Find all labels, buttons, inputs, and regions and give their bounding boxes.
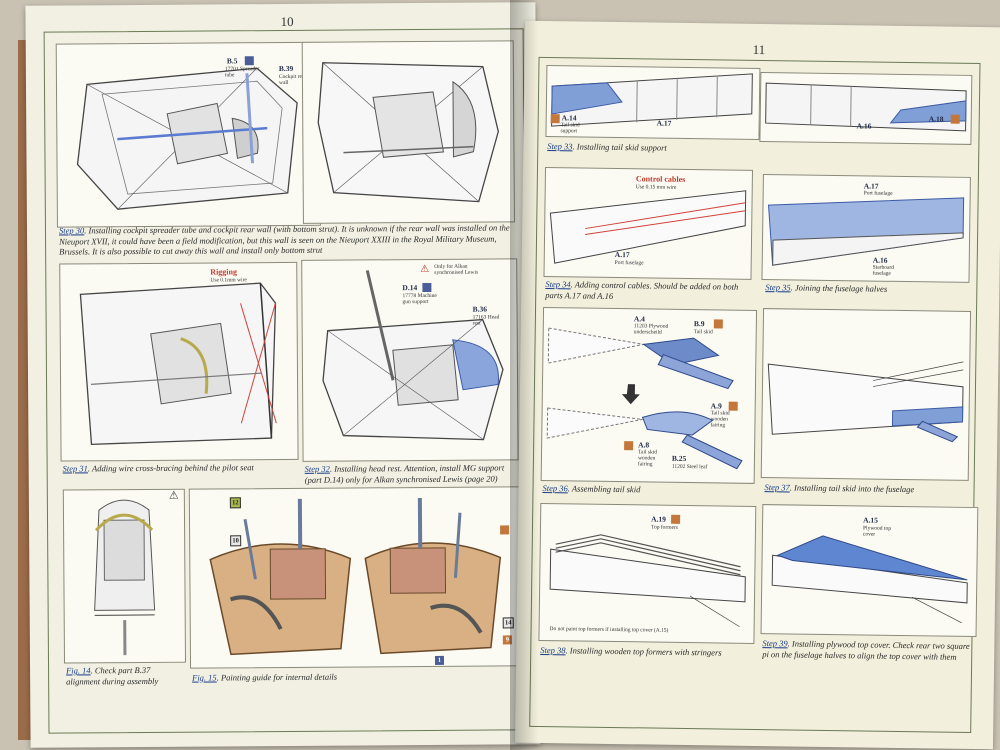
- label-rigging: Rigging: [210, 267, 237, 277]
- step39-caption: Step 39. Installing plywood top cover. C…: [762, 638, 970, 662]
- step30-illustration-left: B.5 17701 Spreader tube B.39 Cockpit rea…: [55, 41, 321, 228]
- paint-tag-orange: [500, 525, 510, 535]
- label-rigging-sub: Use 0.1mm wire: [210, 277, 247, 284]
- label-a17-s35-sub: Port fuselage: [863, 190, 893, 197]
- tag-a9: [728, 401, 738, 411]
- label-b39: B.39: [278, 63, 294, 74]
- label-b36-sub: 17163 Head rest: [472, 314, 500, 327]
- step38-illustration: A.19 Top formers Do not paint top former…: [538, 502, 757, 644]
- step30-caption: Step 30. Installing cockpit spreader tub…: [58, 222, 510, 257]
- label-b25-sub: 11202 Steel leaf: [671, 463, 708, 471]
- label-control-cables-sub: Use 0.15 mm wire: [635, 184, 677, 191]
- page-number-left: 10: [280, 13, 294, 30]
- right-page: 11 A.14 Tail skid support A.17 A.18 A.16…: [514, 20, 1000, 750]
- page-number-right: 11: [752, 41, 766, 58]
- step35-illustration: A.17 Port fuselage A.16 Starboard fusela…: [761, 174, 971, 283]
- step30-illustration-right: [301, 40, 515, 224]
- label-b5: B.5: [226, 56, 238, 66]
- paint-tag-1: 1: [434, 655, 445, 665]
- label-a9-sub: Tail skid wooden fairing: [710, 410, 730, 429]
- label-a14: A.14: [561, 113, 577, 123]
- label-b25: B.25: [671, 453, 687, 463]
- tag-a8: [624, 441, 634, 451]
- label-a15-sub: Plywood top cover: [862, 525, 892, 538]
- label-a18: A.18: [928, 114, 944, 124]
- tag-a14: [550, 114, 560, 124]
- label-a16-s35-sub: Starboard fuselage: [872, 264, 895, 277]
- fig14-warning-icon-outer: ⚠: [168, 489, 179, 502]
- paint-tag-12: 12: [229, 497, 241, 509]
- label-d14-sub: 17778 Machine gun support: [402, 292, 437, 305]
- label-b36: B.36: [472, 304, 487, 314]
- book-gutter-shadow: [510, 0, 538, 750]
- step33-illustration-left: A.14 Tail skid support A.17: [545, 65, 761, 140]
- label-a9: A.9: [710, 401, 722, 411]
- label-a14-sub: Tail skid support: [560, 122, 580, 135]
- tag-d14: [422, 282, 432, 293]
- label-b5-sub: 17701 Spreader tube: [224, 66, 260, 79]
- label-a8-sub: Tail skid wooden fairing: [637, 449, 658, 468]
- label-a15: A.15: [863, 515, 878, 525]
- label-a17-s34-sub: Port fuselage: [614, 259, 644, 267]
- label-a17-s35: A.17: [863, 181, 879, 191]
- paint-tag-10: 10: [230, 535, 242, 547]
- label-a8: A.8: [638, 440, 650, 450]
- step37-illustration: [760, 308, 972, 481]
- tag-a18: [950, 114, 960, 124]
- fig15-caption: Fig. 15. Painting guide for internal det…: [192, 671, 338, 683]
- label-a16-s33: A.16: [856, 121, 872, 131]
- alkan-warning-icon: ⚠: [420, 263, 430, 276]
- step32-illustration: ⚠ Only for Alkan synchronised Lewis D.14…: [301, 258, 519, 462]
- fig14-caption: Fig. 14. Check part B.37 alignment durin…: [66, 664, 159, 687]
- label-a4-sub: 11203 Plywood underscheild: [633, 323, 669, 336]
- step34-caption: Step 34. Adding control cables. Should b…: [545, 279, 739, 301]
- fig14-illustration: ⚠: [62, 488, 187, 664]
- alkan-note: Only for Alkan synchronised Lewis: [434, 263, 479, 276]
- step34-illustration: Control cables Use 0.15 mm wire A.17 Por…: [543, 166, 754, 280]
- label-b9: B.9: [693, 319, 705, 329]
- tag-b5: [244, 56, 254, 66]
- fig15-illustration: 12 10 1 14 9: [188, 486, 523, 669]
- label-control-cables: Control cables: [635, 174, 686, 184]
- label-a16-s35: A.16: [872, 255, 888, 265]
- step31-caption: Step 31. Adding wire cross-bracing behin…: [62, 462, 254, 474]
- left-page: 10 B.5 17701 Spreader tube B.39 Cockpit …: [25, 2, 541, 748]
- step31-illustration: Rigging Use 0.1mm wire: [59, 261, 299, 462]
- step32-caption: Step 32. Installing head rest. Attention…: [304, 462, 505, 485]
- label-a19-sub: Top formers: [650, 524, 679, 531]
- label-a17-s34: A.17: [614, 249, 630, 260]
- label-d14: D.14: [402, 283, 418, 293]
- label-b9-sub: Tail skid: [693, 329, 713, 336]
- tag-a19: [671, 514, 681, 524]
- step39-illustration: A.15 Plywood top cover: [760, 504, 979, 638]
- label-a17-s33: A.17: [656, 118, 672, 128]
- step33-illustration-right: A.18 A.16: [759, 71, 973, 145]
- tag-b9: [713, 319, 723, 329]
- label-a19: A.19: [651, 514, 666, 524]
- step36-illustration: A.4 11203 Plywood underscheild B.9 Tail …: [540, 306, 758, 484]
- label-a4: A.4: [633, 314, 646, 324]
